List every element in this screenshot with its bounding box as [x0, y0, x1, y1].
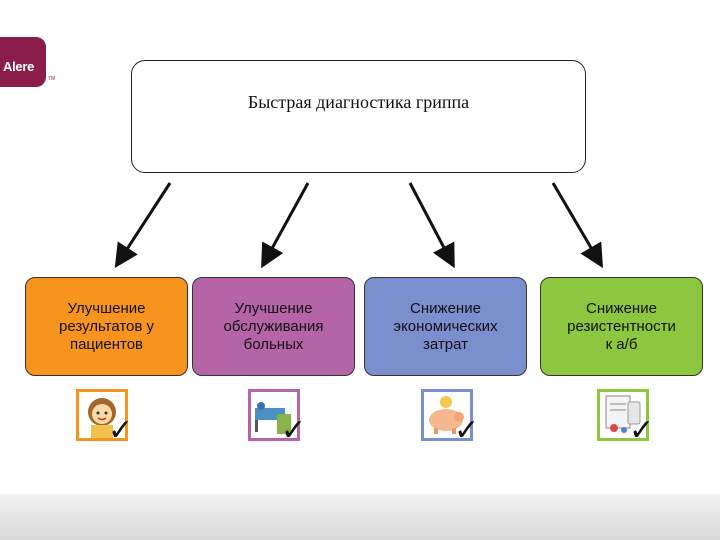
check-icon: ✓ — [108, 413, 134, 448]
arrow-4 — [551, 182, 604, 269]
outcome-card-patients: Улучшение результатов у пациентов — [25, 277, 188, 376]
main-topic-title: Быстрая диагностика гриппа — [247, 92, 470, 112]
outcome-label: Снижение экономических затрат — [393, 299, 498, 353]
outcome-card-care: Улучшение обслуживания больных — [192, 277, 355, 376]
child-patient-icon — [76, 389, 128, 441]
logo-text: Alere — [3, 59, 35, 74]
arrow-1 — [114, 182, 172, 269]
main-topic-box: Быстрая диагностика гриппа — [131, 60, 586, 173]
check-icon: ✓ — [629, 413, 655, 448]
piggy-bank-icon — [421, 389, 473, 441]
outcome-label: Улучшение обслуживания больных — [223, 299, 324, 353]
outcome-label: Улучшение результатов у пациентов — [58, 299, 155, 353]
footer-band — [0, 494, 720, 540]
outcome-card-costs: Снижение экономических затрат — [364, 277, 527, 376]
check-icon: ✓ — [281, 413, 307, 448]
check-icon: ✓ — [454, 413, 480, 448]
outcome-label: Снижение резистентности к а/б — [567, 299, 676, 353]
alere-logo: Alere — [0, 37, 46, 87]
arrow-2 — [261, 182, 310, 269]
logo-trademark: TM — [48, 76, 56, 82]
outcome-card-resistance: Снижение резистентности к а/б — [540, 277, 703, 376]
pills-prescription-icon — [597, 389, 649, 441]
arrow-3 — [408, 182, 455, 269]
hospital-bed-icon — [248, 389, 300, 441]
